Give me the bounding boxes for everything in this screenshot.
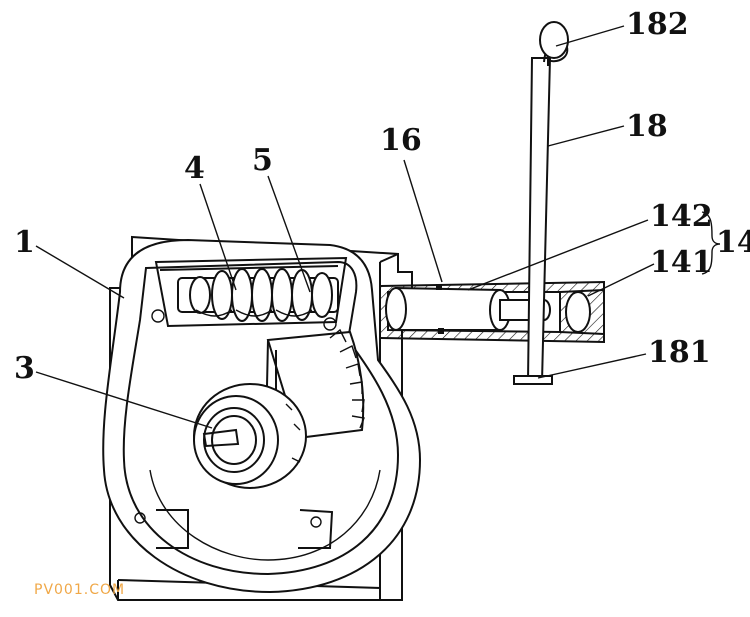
label-18: 18	[626, 109, 668, 144]
watermark: PV001.COM	[34, 582, 125, 598]
label-4: 4	[184, 151, 205, 186]
label-142: 142	[650, 199, 713, 234]
central-hub	[193, 383, 307, 489]
label-141: 141	[650, 245, 713, 280]
label-181: 181	[648, 335, 711, 370]
leader-lines	[35, 25, 721, 429]
label-16: 16	[380, 123, 422, 158]
label-5: 5	[252, 143, 273, 178]
worm-screw	[177, 268, 339, 322]
shaft-assembly	[379, 280, 605, 344]
pull-rod	[513, 21, 569, 385]
label-182: 182	[626, 7, 689, 42]
label-14: 14	[716, 225, 750, 260]
label-1: 1	[14, 225, 35, 260]
label-3: 3	[14, 351, 35, 386]
